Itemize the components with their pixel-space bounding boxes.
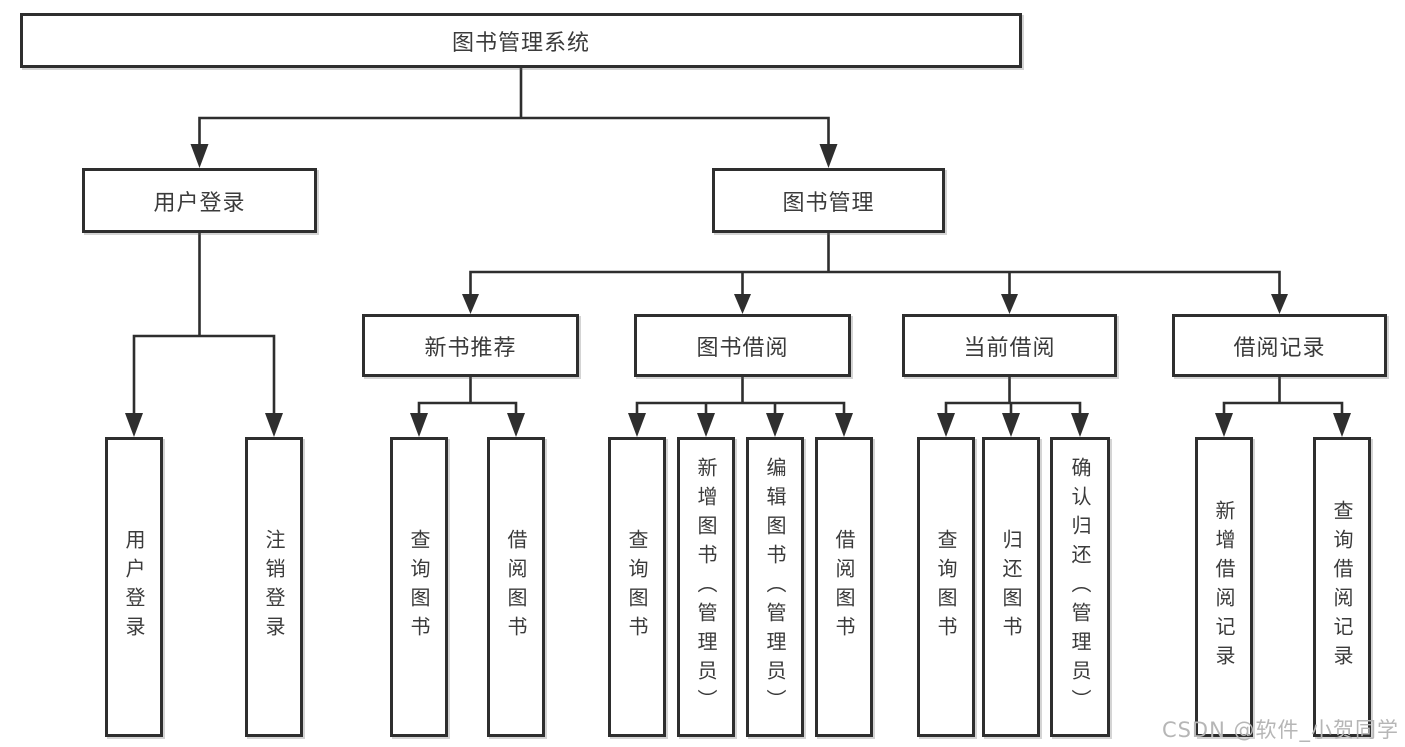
node-user-login: 用户登录 [82, 168, 317, 233]
leaf-add-book-admin: 新增图书（管理员） [677, 437, 735, 737]
leaf-label: 注销登录 [262, 529, 286, 645]
node-label: 图书管理 [782, 190, 875, 216]
leaf-query-books-recommend: 查询图书 [390, 437, 448, 737]
leaf-label: 新增借阅记录 [1212, 500, 1236, 674]
leaf-query-books-current: 查询图书 [917, 437, 975, 737]
leaf-label: 归还图书 [999, 529, 1023, 645]
node-borrowing-records: 借阅记录 [1172, 314, 1387, 377]
leaf-borrow-books: 借阅图书 [815, 437, 873, 737]
leaf-label: 查询图书 [407, 529, 431, 645]
leaf-add-borrow-record: 新增借阅记录 [1195, 437, 1253, 737]
leaf-user-login: 用户登录 [105, 437, 163, 737]
leaf-return-book: 归还图书 [982, 437, 1040, 737]
node-new-book-recommendation: 新书推荐 [362, 314, 579, 377]
node-label: 新书推荐 [424, 335, 517, 361]
leaf-label: 确认归还（管理员） [1068, 456, 1092, 718]
node-label: 图书管理系统 [451, 30, 590, 56]
node-label: 图书借阅 [696, 335, 789, 361]
leaf-label: 用户登录 [122, 529, 146, 645]
node-label: 用户登录 [153, 190, 246, 216]
leaf-label: 借阅图书 [832, 529, 856, 645]
node-current-borrowing: 当前借阅 [902, 314, 1117, 377]
node-library-management-system: 图书管理系统 [20, 13, 1022, 68]
node-label: 借阅记录 [1233, 335, 1326, 361]
leaf-label: 编辑图书（管理员） [763, 456, 787, 718]
leaf-label: 查询图书 [934, 529, 958, 645]
watermark: CSDN @软件_小贺同学 [1161, 718, 1399, 742]
leaf-logout: 注销登录 [245, 437, 303, 737]
leaf-borrow-books-recommend: 借阅图书 [487, 437, 545, 737]
leaf-label: 查询图书 [625, 529, 649, 645]
leaf-query-books-borrow: 查询图书 [608, 437, 666, 737]
leaf-query-borrow-record: 查询借阅记录 [1313, 437, 1371, 737]
leaf-label: 查询借阅记录 [1330, 500, 1354, 674]
leaf-label: 借阅图书 [504, 529, 528, 645]
leaf-edit-book-admin: 编辑图书（管理员） [746, 437, 804, 737]
node-label: 当前借阅 [963, 335, 1056, 361]
leaf-label: 新增图书（管理员） [694, 456, 718, 718]
leaf-confirm-return-admin: 确认归还（管理员） [1050, 437, 1110, 737]
node-book-management: 图书管理 [712, 168, 945, 233]
node-book-borrowing: 图书借阅 [634, 314, 851, 377]
